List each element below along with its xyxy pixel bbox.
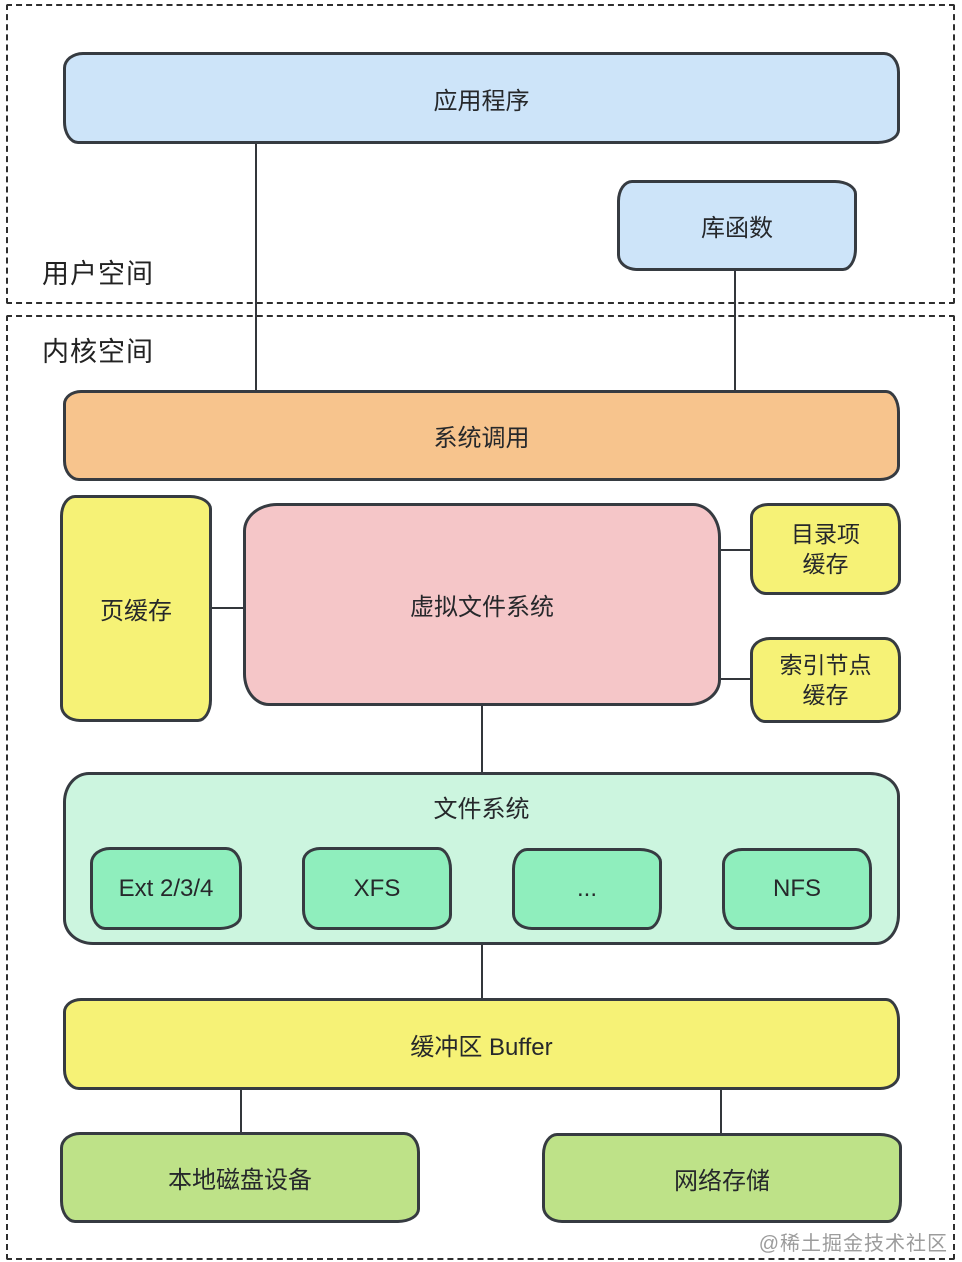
node-fs-nfs-label: NFS [773, 875, 821, 902]
node-application: 应用程序 [63, 52, 900, 144]
connector-pagecache-vfs [212, 607, 244, 609]
node-dentry-cache-label-line1: 目录项 [791, 520, 860, 547]
user-space-region [6, 4, 955, 304]
connector-vfs-dentry [721, 549, 750, 551]
node-page-cache-label: 页缓存 [100, 598, 172, 625]
connector-vfs-inode [721, 678, 750, 680]
node-network-storage: 网络存储 [542, 1133, 902, 1223]
node-local-disk-label: 本地磁盘设备 [168, 1167, 312, 1194]
node-buffer: 缓冲区 Buffer [63, 998, 900, 1090]
node-buffer-label: 缓冲区 Buffer [410, 1033, 553, 1061]
connector-application-syscall [255, 143, 257, 390]
node-inode-cache-label-line2: 缓存 [802, 682, 849, 708]
node-dentry-cache: 目录项 缓存 [750, 503, 901, 595]
node-fs-others: ... [512, 848, 662, 930]
node-file-system-label: 文件系统 [433, 796, 530, 823]
node-fs-xfs-label: XFS [353, 874, 401, 902]
connector-filesystem-buffer [481, 944, 483, 999]
node-vfs: 虚拟文件系统 [243, 503, 721, 706]
node-fs-xfs: XFS [302, 847, 452, 930]
user-space-label: 用户空间 [42, 259, 154, 289]
node-system-call: 系统调用 [63, 390, 900, 481]
watermark: @稀土掘金技术社区 [758, 1233, 948, 1255]
node-inode-cache-label-line1: 索引节点 [779, 651, 872, 678]
node-library-label: 库函数 [701, 215, 773, 242]
kernel-space-region [6, 315, 955, 1260]
kernel-space-label: 内核空间 [42, 337, 154, 367]
node-network-storage-label: 网络存储 [674, 1167, 770, 1195]
connector-library-syscall [734, 271, 736, 390]
node-fs-nfs: NFS [722, 848, 872, 930]
connector-vfs-filesystem [481, 705, 483, 772]
node-system-call-label: 系统调用 [433, 425, 530, 452]
node-application-label: 应用程序 [433, 87, 530, 115]
connector-buffer-network [720, 1089, 722, 1134]
node-dentry-cache-label-line2: 缓存 [802, 551, 849, 577]
node-fs-ext234: Ext 2/3/4 [90, 847, 242, 930]
node-fs-ext234-label: Ext 2/3/4 [118, 874, 214, 902]
node-vfs-label: 虚拟文件系统 [410, 594, 554, 621]
node-inode-cache: 索引节点 缓存 [750, 637, 901, 723]
node-page-cache: 页缓存 [60, 495, 212, 722]
node-fs-others-label: ... [576, 875, 597, 902]
node-library: 库函数 [617, 180, 857, 271]
node-local-disk: 本地磁盘设备 [60, 1132, 420, 1223]
connector-buffer-localdisk [240, 1089, 242, 1133]
